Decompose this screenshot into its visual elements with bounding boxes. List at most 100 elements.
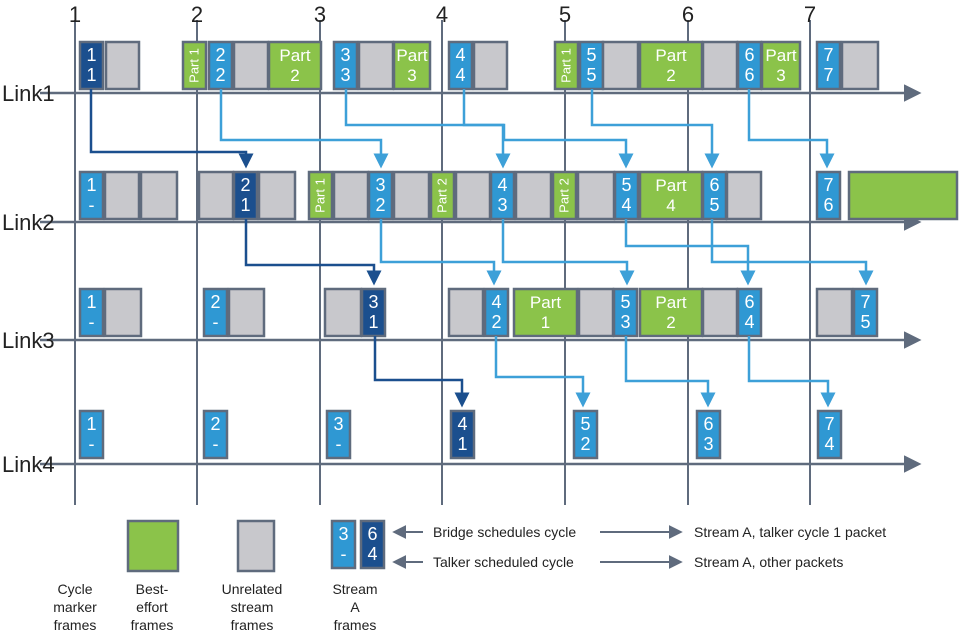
frame-label-bottom: 6 [823,195,833,215]
frame-label-bottom: 1 [457,434,467,454]
stream-a-frame: 53 [612,287,639,338]
unrelated-frame [701,40,739,91]
best-effort-frame: Part 1 [553,40,580,91]
unrelated-frame [197,170,235,221]
frame-box [551,170,578,221]
frame-box [576,170,616,221]
talker-cycle1-frame: 11 [78,40,105,91]
best-effort-frame [847,170,959,221]
frame-box [725,170,763,221]
frame-label: Part 1 [187,48,202,83]
frame-box [695,409,722,460]
frame-box [514,170,553,221]
frame-label-top: 2 [210,414,220,434]
frame-label-bottom: 3 [497,195,507,215]
frame-box [323,287,363,338]
frame-label-top: 3 [340,45,350,65]
frame-label-bottom: - [213,434,219,454]
stream-packet-arrow [462,89,634,169]
frame-label-top: 6 [744,292,754,312]
frame-box [701,40,739,91]
unrelated-frame [577,287,615,338]
legend-cycle-marker: Cycle [57,581,92,597]
frame-box [197,170,235,221]
frame-label-bottom: 4 [666,196,675,215]
stream-a-frame: 43 [489,170,516,221]
frame-label-bottom: 2 [666,66,675,85]
cycle-label: 3 [314,2,326,27]
stream-a-frame: 66 [736,40,763,91]
frame-box [104,40,141,91]
frame-label-top: 1 [86,175,96,195]
stream-a-frame: 22 [207,40,234,91]
unrelated-frame [103,287,143,338]
frame-label-bottom: 2 [580,434,590,454]
frame-label-bottom: 2 [375,195,385,215]
frame-box [307,170,334,221]
stream-a-frame: 74 [816,409,843,460]
legend: 3-64CyclemarkerframesBest-effortframesUn… [53,519,886,633]
frame-label-bottom: 1 [240,195,250,215]
link-label: Link1 [2,81,55,106]
frame-label-top: Part [765,46,796,65]
frame-box [601,40,640,91]
stream-packet-arrow [747,336,836,408]
unrelated-frame [104,40,141,91]
unrelated-frame [323,287,363,338]
legend-unrelated: Unrelated [222,581,283,597]
frame-label: Part 1 [559,48,574,83]
frame-label-bottom: 7 [823,65,833,85]
frame-label-top: 5 [586,45,596,65]
unrelated-frame [514,170,553,221]
frame-label-bottom: - [89,434,95,454]
stream-a-frame: 33 [332,40,359,91]
frame-label-top: 3 [368,292,378,312]
legend-stream-a: frames [334,617,377,633]
stream-packet-arrow [494,336,591,408]
frame-box [454,170,492,221]
legend-unrelated: frames [231,617,274,633]
frame-label-bottom: 3 [776,66,785,85]
frame-label-top: 3 [375,175,385,195]
frame-label-bottom: 4 [744,312,754,332]
frame-box [78,287,105,338]
unrelated-frame [139,170,179,221]
talker-cycle1-frame: 31 [360,287,387,338]
frame-box [357,40,395,91]
frame-box [447,40,474,91]
legend-cycle-marker: frames [54,617,97,633]
stream-packet-arrow [219,89,389,169]
frame-label-top: 5 [621,175,631,195]
legend-bridge-schedules: Bridge schedules cycle [433,524,576,540]
unrelated-frame [227,287,266,338]
cycle-label: 4 [436,2,448,27]
legend-cycle-marker: marker [53,599,97,615]
frame-label-top: Part [655,293,686,312]
frame-label-bottom: 2 [666,313,675,332]
frame-box [572,409,599,460]
frame-box [701,287,739,338]
frame-box [139,170,179,221]
legend-talker-scheduled: Talker scheduled cycle [433,554,574,570]
link-label: Link3 [2,328,55,353]
frame-box [816,409,843,460]
frame-box [202,409,229,460]
legend-unrelated: stream [231,599,274,615]
frame-label-top: 7 [823,175,833,195]
frame-box [429,170,456,221]
frame-box [360,287,387,338]
best-effort-frame: Part 2 [429,170,456,221]
frame-label-top: 1 [86,292,96,312]
frame-label-top: 6 [703,414,713,434]
frame-box [553,40,580,91]
frame-box [852,287,879,338]
stream-a-frame: 32 [367,170,394,221]
stream-a-frame: 55 [578,40,605,91]
cycle-label: 7 [804,2,816,27]
